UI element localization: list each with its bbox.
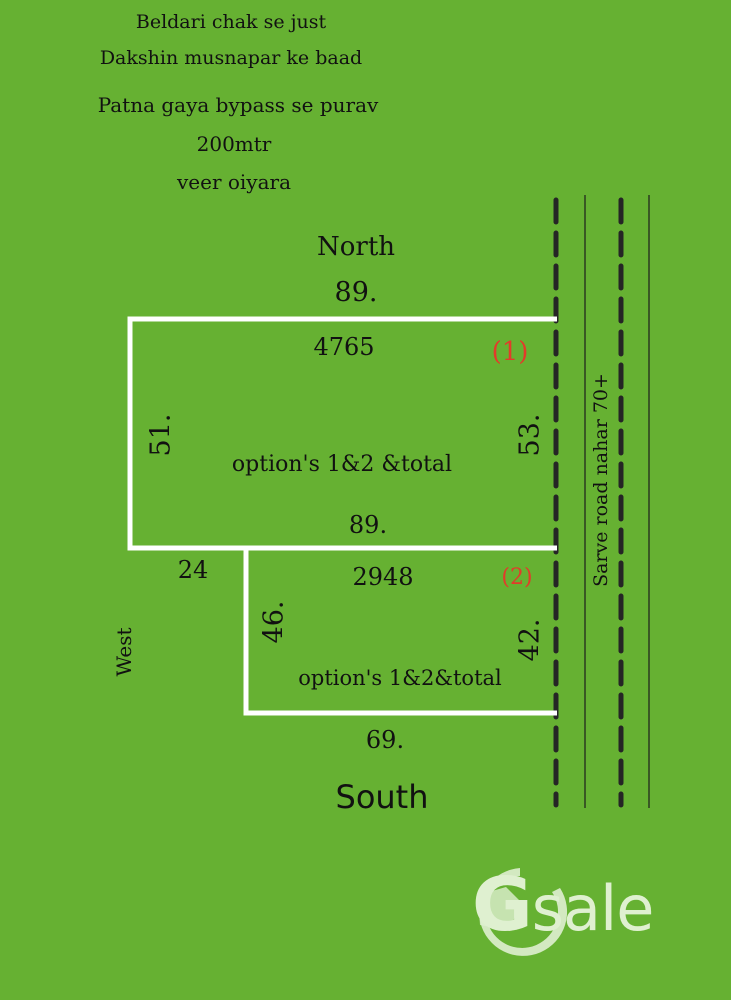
gsale-logo: Gsale <box>472 862 655 948</box>
plot2-bottom-length: 69. <box>365 726 405 754</box>
logo-text: sale <box>531 872 655 945</box>
road-label: Sarve road nahar 70+ <box>590 373 612 587</box>
note-line-1: Beldari chak se just <box>135 11 327 33</box>
plot1-bottom-length: 89. <box>348 511 388 539</box>
plot-boundaries <box>127 316 557 716</box>
plot2-left-length: 46. <box>258 600 290 644</box>
plot2-label: (2) <box>501 565 533 590</box>
plot1-top-length: 89. <box>334 277 378 308</box>
plot1-area: 4765 <box>313 333 375 361</box>
south-label: South <box>335 778 429 816</box>
north-label: North <box>316 232 396 262</box>
plot1-left-length: 51. <box>145 413 177 457</box>
plot2-area: 2948 <box>352 563 414 591</box>
west-label: West <box>112 627 136 677</box>
plot1-note: option's 1&2 &total <box>231 452 453 477</box>
logo-icon <box>478 868 568 956</box>
note-line-4: 200mtr <box>196 132 272 156</box>
note-line-3: Patna gaya bypass se purav <box>97 93 379 117</box>
note-line-5: veer oiyara <box>176 170 292 194</box>
road-solid-lines <box>584 195 650 808</box>
plot2-offset: 24 <box>177 556 209 584</box>
plot1-label: (1) <box>491 337 529 367</box>
road-dashed-lines <box>553 197 624 808</box>
note-line-2: Dakshin musnapar ke baad <box>99 47 363 69</box>
plot2-right-length: 42. <box>514 618 546 662</box>
plot2-note: option's 1&2&total <box>298 666 502 690</box>
plot1-right-length: 53. <box>514 413 546 457</box>
